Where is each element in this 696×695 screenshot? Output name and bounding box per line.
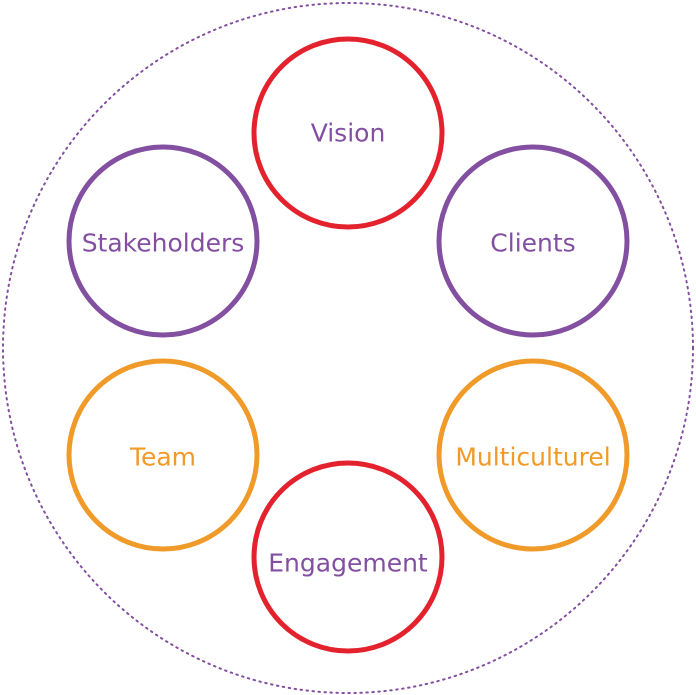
node-multiculturel-label: Multiculturel — [455, 443, 610, 472]
node-multiculturel-ring — [436, 358, 630, 552]
node-clients-label: Clients — [490, 229, 575, 258]
node-clients: Clients — [436, 144, 630, 338]
node-engagement-label: Engagement — [268, 549, 428, 578]
node-vision-label: Vision — [311, 119, 386, 148]
node-vision: Vision — [251, 36, 445, 230]
node-engagement-ring — [251, 460, 445, 654]
node-stakeholders-ring — [66, 144, 260, 338]
node-team-label: Team — [129, 443, 196, 472]
node-stakeholders: Stakeholders — [66, 144, 260, 338]
node-multiculturel: Multiculturel — [436, 358, 630, 552]
node-team: Team — [66, 358, 260, 552]
node-team-ring — [66, 358, 260, 552]
node-vision-ring — [251, 36, 445, 230]
node-engagement: Engagement — [251, 460, 445, 654]
node-clients-ring — [436, 144, 630, 338]
node-stakeholders-label: Stakeholders — [82, 229, 245, 258]
